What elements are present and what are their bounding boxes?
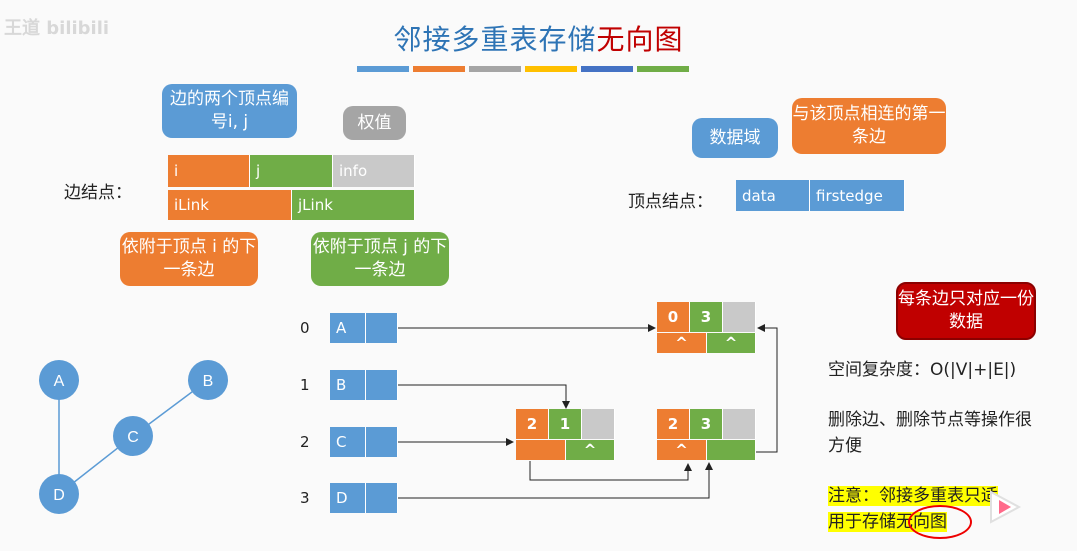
vertex-d-firstedge <box>366 483 398 513</box>
vertex-b-data: B <box>330 370 366 400</box>
graph-node-a: A <box>39 360 79 400</box>
red-circle-annotation <box>908 505 972 539</box>
svg-text:D: D <box>53 487 65 504</box>
edge-field-ilink: iLink <box>168 190 292 220</box>
vertex-index: 0 <box>300 319 310 337</box>
edge-ad-ilink: ^ <box>657 333 707 353</box>
vertex-index: 3 <box>300 489 310 507</box>
edge-cb-j: 1 <box>549 409 582 439</box>
vertex-field-firstedge: firstedge <box>810 180 905 211</box>
title-highlight: 无向图 <box>596 23 684 56</box>
vertex-c-data: C <box>330 427 366 457</box>
svg-text:C: C <box>127 429 139 446</box>
edge-cb-i: 2 <box>516 409 549 439</box>
edge-cd-info <box>723 409 756 439</box>
vertex-index: 1 <box>300 376 310 394</box>
play-icon[interactable] <box>985 490 1025 524</box>
callout-unique-data: 每条边只对应一份数据 <box>896 282 1036 340</box>
color-swatch <box>581 66 633 72</box>
edge-cb-info <box>582 409 615 439</box>
color-swatch <box>525 66 577 72</box>
title-main: 邻接多重表存储 <box>393 23 597 56</box>
color-swatch <box>637 66 689 72</box>
vertex-field-data: data <box>736 180 810 211</box>
edge-ad-jlink: ^ <box>707 333 756 353</box>
edge-node-label: 边结点： <box>64 183 132 203</box>
arrow-b-firstedge <box>383 384 570 409</box>
svg-text:A: A <box>54 373 65 390</box>
vertex-c-firstedge <box>366 427 398 457</box>
warning-line-1: 注意：邻接多重表只适 <box>828 486 998 506</box>
edge-field-j: j <box>250 155 333 187</box>
svg-text:B: B <box>203 373 214 390</box>
graph-node-b: B <box>188 360 228 400</box>
edge-cb-ilink <box>516 440 566 460</box>
edge-cd-j: 3 <box>690 409 723 439</box>
edge-field-i: i <box>168 155 250 187</box>
callout-jlink: 依附于顶点 j 的下一条边 <box>311 232 449 286</box>
vertex-a-data: A <box>330 313 366 343</box>
vertex-b-firstedge <box>366 370 398 400</box>
edge-field-jlink: jLink <box>292 190 415 220</box>
complexity-note: 空间复杂度：O(|V|+|E|) <box>828 360 1017 380</box>
arrow-d-firstedge <box>383 462 713 499</box>
vertex-index: 2 <box>300 433 310 451</box>
edge-ad-j: 3 <box>690 302 723 332</box>
callout-data: 数据域 <box>692 118 778 158</box>
edge-field-info: info <box>333 155 415 187</box>
vertex-node-label: 顶点结点： <box>628 192 713 212</box>
graph-node-d: D <box>39 474 79 514</box>
arrow-edge-d-jlink <box>735 324 778 453</box>
color-swatch <box>469 66 521 72</box>
edge-ad-info <box>723 302 756 332</box>
color-swatch <box>413 66 465 72</box>
color-swatch <box>357 66 409 72</box>
edge-cb-jlink: ^ <box>566 440 615 460</box>
page-title: 邻接多重表存储无向图 <box>0 18 1077 58</box>
vertex-a-firstedge <box>366 313 398 343</box>
vertex-d-data: D <box>330 483 366 513</box>
edge-cd-ilink: ^ <box>657 440 707 460</box>
graph-node-c: C <box>113 416 153 456</box>
operations-note: 删除边、删除节点等操作很方便 <box>828 410 1032 456</box>
color-bar <box>357 66 689 72</box>
watermark: 王道 bilibili <box>4 18 110 39</box>
arrow-edge-c-ilink <box>529 461 692 481</box>
callout-ilink: 依附于顶点 i 的下一条边 <box>120 232 258 286</box>
edge-ad-i: 0 <box>657 302 690 332</box>
edge-cd-i: 2 <box>657 409 690 439</box>
callout-ij: 边的两个顶点编号i, j <box>162 84 297 138</box>
edge-cd-jlink <box>707 440 756 460</box>
callout-weight: 权值 <box>343 106 406 140</box>
callout-first-edge: 与该顶点相连的第一条边 <box>792 98 946 154</box>
